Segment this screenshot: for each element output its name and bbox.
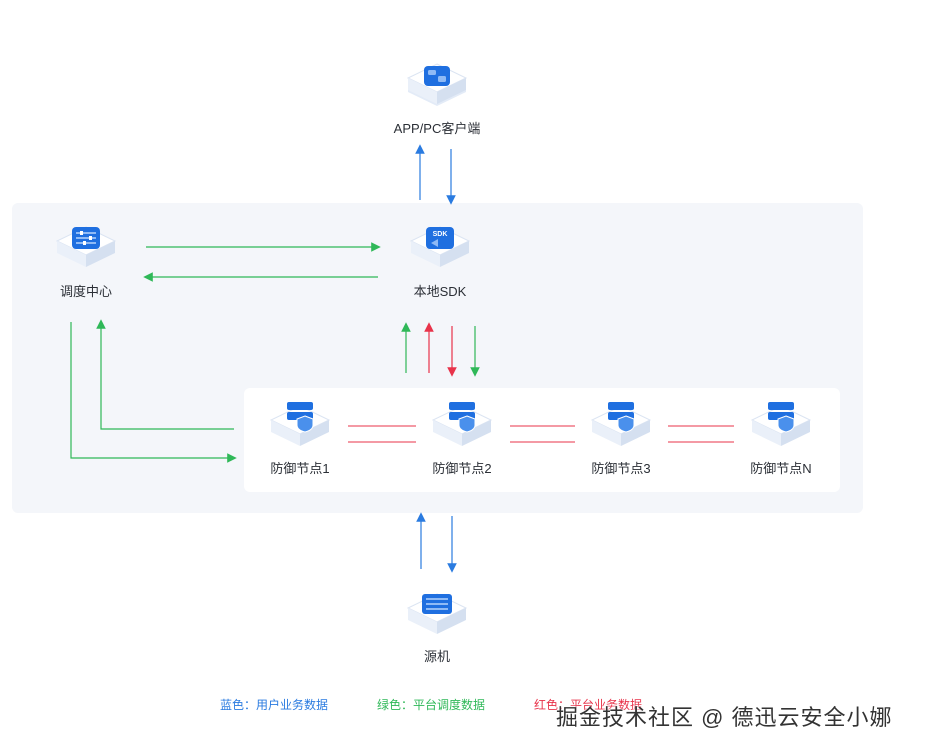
legend-blue: 蓝色：用户业务数据	[220, 698, 329, 712]
defense-3-label: 防御节点3	[591, 461, 651, 476]
node-client: APP/PC客户端	[377, 58, 497, 137]
node-defense-2: 防御节点2	[402, 398, 522, 477]
defense-cluster-panel	[244, 388, 840, 492]
scheduler-label: 调度中心	[59, 284, 112, 299]
server-rack-icon	[406, 593, 468, 634]
origin-label: 源机	[423, 649, 450, 664]
defense-1-label: 防御节点1	[270, 461, 330, 476]
arrow-cluster-to-scheduler	[96, 319, 234, 430]
arrow-scheduler-to-cluster	[70, 322, 237, 463]
node-scheduler: 调度中心	[26, 221, 146, 300]
node-defense-n: 防御节点N	[721, 398, 841, 477]
shield-server-icon	[750, 402, 812, 446]
client-label: APP/PC客户端	[393, 121, 481, 136]
sdk-label: 本地SDK	[413, 284, 467, 299]
svg-text:SDK: SDK	[433, 231, 448, 238]
shield-server-icon	[269, 402, 331, 446]
node-origin: 源机	[377, 586, 497, 665]
defense-2-label: 防御节点2	[432, 461, 492, 476]
window-icon	[406, 63, 468, 106]
node-sdk: SDK 本地SDK	[380, 221, 500, 300]
node-defense-3: 防御节点3	[561, 398, 681, 477]
legend-green: 绿色：平台调度数据	[377, 698, 486, 712]
legend-red: 红色：平台业务数据	[534, 698, 643, 712]
shield-server-icon	[431, 402, 493, 446]
watermark: 掘金技术社区 @ 德迅云安全小娜	[556, 705, 893, 730]
node-defense-1: 防御节点1	[240, 398, 360, 477]
shield-server-icon	[590, 402, 652, 446]
sdk-icon: SDK	[409, 226, 471, 267]
sliders-icon	[55, 226, 117, 267]
defense-n-label: 防御节点N	[750, 461, 812, 476]
